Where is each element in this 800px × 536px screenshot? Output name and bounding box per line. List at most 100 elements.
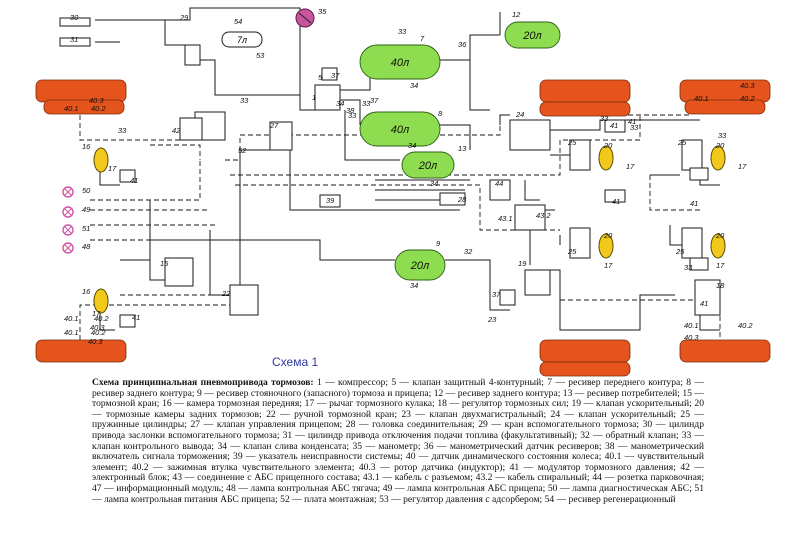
valve [604,189,626,203]
valve [184,44,201,66]
label-30: 30 [70,13,79,22]
label-28: 28 [457,195,467,204]
receiver-volume: 20л [418,160,437,172]
label-40-3: 40.3 [89,96,104,105]
label-49: 49 [82,205,91,214]
label-34: 34 [430,179,438,188]
label-40-3: 40.3 [740,81,755,90]
valve [59,37,91,47]
wheel [539,361,631,377]
label-40-2: 40.2 [94,314,109,323]
label-40-1: 40.1 [684,321,699,330]
valve [524,269,551,296]
label-18: 18 [716,281,725,290]
label-40-2: 40.2 [91,104,106,113]
label-17: 17 [626,162,635,171]
label-31: 31 [70,35,78,44]
label-1: 1 [312,93,316,102]
spring-cylinder [681,227,703,259]
valve [689,167,709,181]
spring-cylinder [569,227,591,259]
label-54: 54 [234,17,242,26]
label-36: 36 [458,40,467,49]
label-37: 37 [492,290,501,299]
lamp-cross [64,244,72,252]
valve [59,17,91,27]
label-40-1: 40.1 [694,94,709,103]
label-37: 37 [370,96,379,105]
label-12: 12 [512,10,521,19]
label-41: 41 [612,197,620,206]
label-53: 53 [256,51,265,60]
label-41: 41 [690,199,698,208]
label-17: 17 [604,261,613,270]
label-27: 27 [269,121,279,130]
label-40-3: 40.3 [90,323,105,332]
valve [689,257,709,271]
receiver-volume: 7л [237,35,247,45]
wheel [35,339,127,363]
label-17: 17 [716,261,725,270]
label-23: 23 [487,315,497,324]
label-16: 16 [82,287,91,296]
label-5: 5 [318,73,323,82]
receiver-t8 [359,111,441,147]
label-16: 16 [82,142,91,151]
label-33: 33 [362,99,371,108]
wheel [539,339,631,363]
label-40-1: 40.1 [64,314,79,323]
label-19: 19 [518,259,527,268]
label-34: 34 [336,99,344,108]
label-34: 34 [410,281,418,290]
receiver-t13 [401,151,455,179]
wheel [684,99,766,115]
label-40-2: 40.2 [740,94,755,103]
label-33: 33 [718,131,727,140]
label-25: 25 [567,247,577,256]
label-38: 38 [346,106,355,115]
label-25: 25 [567,138,577,147]
label-33: 33 [348,111,357,120]
wheel [679,339,771,363]
label-33: 33 [398,27,407,36]
valve [119,169,136,183]
label-40-2: 40.2 [738,321,753,330]
valve [604,119,626,133]
receiver-volume: 40л [391,57,409,69]
label-43-1: 43.1 [498,214,513,223]
components [59,8,726,328]
label-32: 32 [464,247,473,256]
label-15: 15 [160,259,169,268]
legend-title: Схема принципиальная пневмопривода тормо… [92,377,314,388]
valve [229,284,259,316]
receiver-t7 [359,44,441,80]
label-33: 33 [240,96,249,105]
label-25: 25 [677,138,687,147]
receiver-54 [221,31,263,48]
valve [499,289,516,306]
label-41: 41 [628,117,636,126]
legend-body: 1 — компрессор; 5 — клапан защитный 4-ко… [92,377,704,505]
label-42: 42 [172,126,181,135]
label-41: 41 [700,299,708,308]
label-20: 20 [603,141,613,150]
brake-chamber-front [93,288,109,314]
label-34: 34 [410,81,418,90]
label-33: 33 [630,123,639,132]
valve [509,119,551,151]
label-7: 7 [420,34,425,43]
label-43-2: 43.2 [536,211,551,220]
label-8: 8 [438,109,443,118]
label-50: 50 [82,186,91,195]
label-40-3: 40.3 [684,333,699,342]
label-20: 20 [715,141,725,150]
label-35: 35 [318,7,327,16]
valve [314,84,341,111]
label-33: 33 [600,114,609,123]
valve [269,121,293,151]
valve [694,279,721,316]
